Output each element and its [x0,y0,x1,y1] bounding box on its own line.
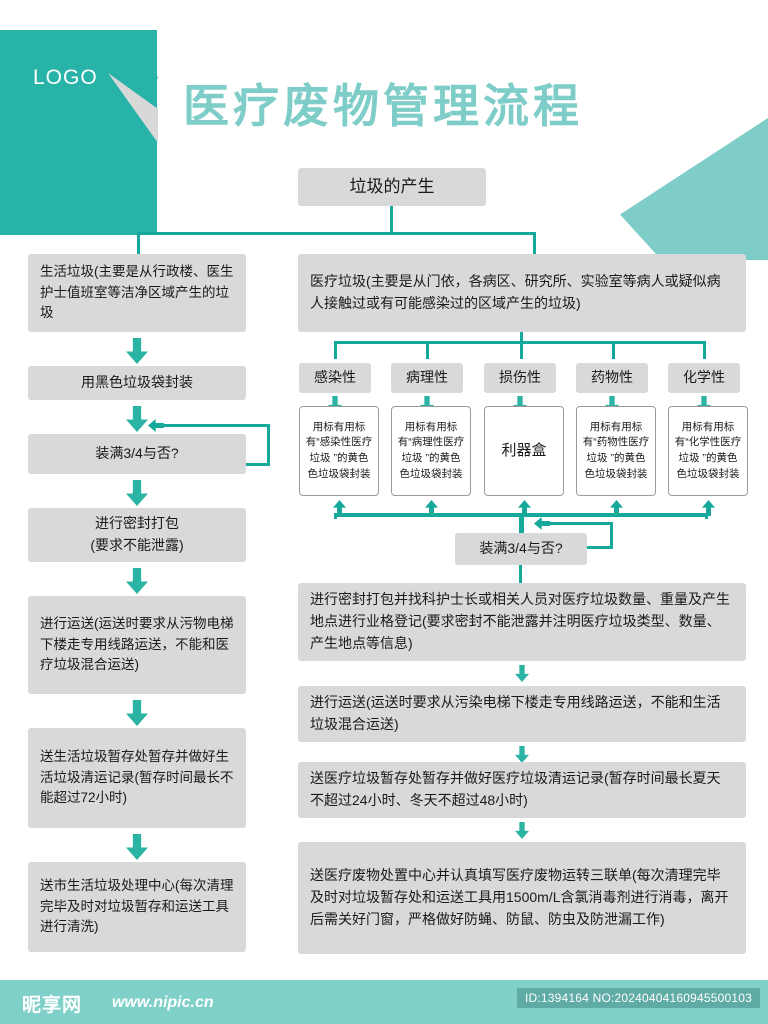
flow-node-root: 垃圾的产生 [298,168,486,206]
flow-node-right-root: 医疗垃圾(主要是从门依，各病区、研究所、实验室等病人或疑似病人接触过或有可能感染… [298,254,746,332]
flow-node-right-4: 送医疗垃圾暂存处暂存并做好医疗垃圾清运记录(暂存时间最长夏天不超过24小时、冬天… [298,762,746,818]
loop-left-bottom [246,463,270,466]
flow-node-right-decision: 装满3/4与否? [455,533,587,565]
logo-label: LOGO [33,66,98,89]
arrow-left-5 [126,700,148,726]
arrow-left-6 [126,834,148,860]
flow-node-left-3: 装满3/4与否? [28,434,246,474]
connector-cat-drop-2 [426,341,429,359]
arrow-left-3 [126,480,148,506]
category-chip-3: 药物性 [576,363,648,393]
connector-merge-left-riser [334,513,337,519]
category-chip-1: 病理性 [391,363,463,393]
flow-node-left-6: 送生活垃圾暂存处暂存并做好生活垃圾清运记录(暂存时间最长不能超过72小时) [28,728,246,828]
category-chip-2: 损伤性 [484,363,556,393]
flow-node-left-4: 进行密封打包 (要求不能泄露) [28,508,246,562]
connector-cat-drop-5 [703,341,706,359]
watermark-logo: 昵享网 [22,995,83,1016]
arrow-left-4 [126,568,148,594]
category-detail-0: 用标有用标有“感染性医疗垃圾 ”的黄色色垃圾袋封装 [299,406,379,496]
category-chip-0: 感染性 [299,363,371,393]
connector-right-decision-drop [519,565,522,583]
flow-node-right-3: 进行运送(运送时要求从污染电梯下楼走专用线路运送，不能和生活垃圾混合运送) [298,686,746,742]
category-detail-3: 用标有用标有“药物性医疗垃圾 ”的黄色色垃圾袋封装 [576,406,656,496]
loop-right-top [545,522,613,525]
connector-merge-stem [519,513,524,537]
footer-bar: 昵享网 www.nipic.cn ID:1394164 NO:202404041… [0,980,768,1024]
loop-right-vertical [610,522,613,549]
connector-root-stem [390,206,393,234]
category-detail-4: 用标有用标有“化学性医疗垃圾 ”的黄色色垃圾袋封装 [668,406,748,496]
flow-node-left-1: 生活垃圾(主要是从行政楼、医生护士值班室等洁净区域产生的垃圾 [28,254,246,332]
loop-left-top [160,424,270,427]
flow-node-left-2: 用黑色垃圾袋封装 [28,366,246,400]
connector-cat-drop-1 [334,341,337,359]
connector-cat-drop-3 [520,341,523,359]
category-detail-1: 用标有用标有“病理性医疗垃圾 ”的黄色色垃圾袋封装 [391,406,471,496]
arrow-right-2 [515,665,529,682]
flow-node-left-5: 进行运送(运送时要求从污物电梯下楼走专用线路运送，不能和医疗垃圾混合运送) [28,596,246,694]
loop-left-arrowhead [148,419,164,432]
loop-right-bottom [587,546,613,549]
arrow-right-3 [515,746,529,763]
loop-left-vertical [267,424,270,466]
connector-root-bar [137,232,535,235]
connector-cat-drop-4 [612,341,615,359]
flow-node-right-2: 进行密封打包并找科护士长或相关人员对医疗垃圾数量、重量及产生地点进行业格登记(要… [298,583,746,661]
flow-node-right-5: 送医疗废物处置中心并认真填写医疗废物运转三联单(每次清理完毕及时对垃圾暂存处和运… [298,842,746,954]
loop-right-arrowhead [534,517,550,530]
image-id-badge: ID:1394164 NO:20240404160945500103 [517,988,760,1008]
arrow-left-1 [126,338,148,364]
connector-root-right-drop [533,232,536,254]
connector-merge-right-riser [705,513,708,519]
arrow-right-4 [515,822,529,839]
watermark-url: www.nipic.cn [112,994,214,1011]
category-detail-2: 利器盒 [484,406,564,496]
flow-node-left-7: 送市生活垃圾处理中心(每次清理完毕及时对垃圾暂存和运送工具进行清洗) [28,862,246,952]
corner-decoration-right [620,118,768,260]
arrow-left-2 [126,406,148,432]
page-title: 医疗废物管理流程 [183,79,583,133]
category-chip-4: 化学性 [668,363,740,393]
connector-root-left-drop [137,232,140,254]
